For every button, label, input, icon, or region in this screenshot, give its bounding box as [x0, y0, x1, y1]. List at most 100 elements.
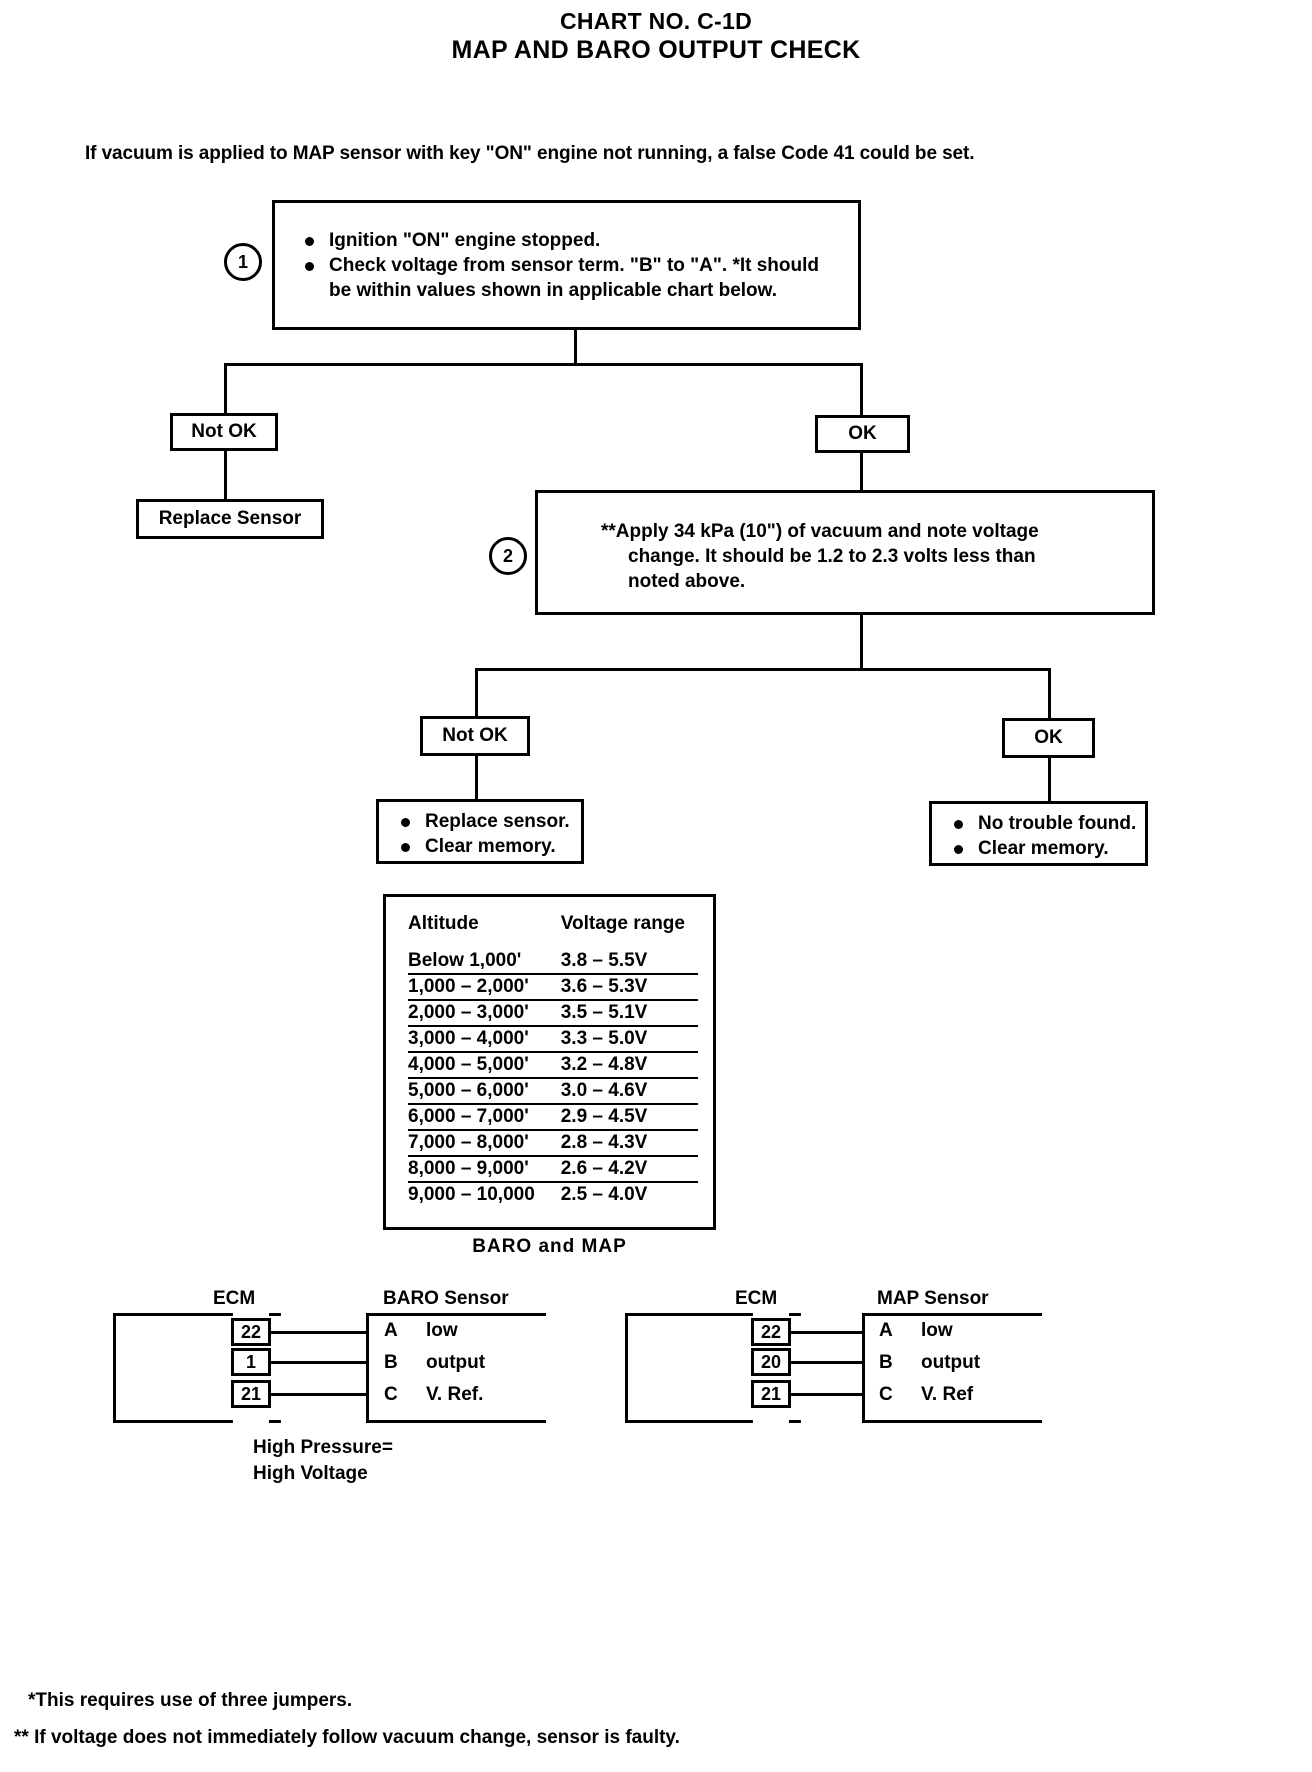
table-row: 4,000 – 5,000'3.2 – 4.8V [408, 1052, 698, 1079]
map-pin-20: 20 [751, 1348, 791, 1376]
cell-altitude: 1,000 – 2,000' [408, 974, 547, 1001]
step-2-marker: 2 [489, 537, 527, 575]
step-2-box: **Apply 34 kPa (10") of vacuum and note … [535, 490, 1155, 615]
map-sensor-top [862, 1313, 1042, 1316]
cell-altitude: 6,000 – 7,000' [408, 1104, 547, 1131]
baro-note-line-2: High Voltage [253, 1463, 368, 1484]
step-2-line-3: noted above. [628, 571, 746, 592]
baro-wire-a [271, 1331, 366, 1334]
map-sensor-label: MAP Sensor [877, 1288, 989, 1309]
map-pin-21-label: 21 [760, 1383, 782, 1404]
footnote-one: *This requires use of three jumpers. [28, 1690, 353, 1711]
baro-pin-1-label: 1 [245, 1351, 256, 1372]
map-terminal-b-id: B [879, 1352, 893, 1373]
decision-not-ok-2[interactable]: Not OK [420, 716, 530, 756]
cell-altitude: 9,000 – 10,000 [408, 1184, 535, 1205]
table-row: 8,000 – 9,000'2.6 – 4.2V [408, 1156, 698, 1183]
map-pin-22-label: 22 [760, 1321, 782, 1342]
baro-note-line-1: High Pressure= [253, 1437, 393, 1458]
baro-sensor-bottom [366, 1420, 546, 1423]
connector-notok2-down [475, 756, 478, 804]
connector-to-ok2 [1048, 668, 1051, 718]
step-1-number: 1 [237, 251, 248, 272]
connector-to-notok1 [224, 363, 227, 415]
outcome-ok-2-box: No trouble found. Clear memory. [929, 801, 1148, 866]
cell-altitude: 8,000 – 9,000' [408, 1156, 547, 1183]
step-2-line-1: **Apply 34 kPa (10") of vacuum and note … [601, 521, 1039, 542]
baro-pin-22: 22 [231, 1318, 271, 1346]
connector-ok2-down [1048, 758, 1051, 804]
step-1-bullet-2: Check voltage from sensor term. "B" to "… [299, 253, 858, 278]
cell-altitude: 5,000 – 6,000' [408, 1078, 547, 1105]
cell-voltage-range: 2.9 – 4.5V [546, 1104, 698, 1131]
step-1-marker: 1 [224, 243, 262, 281]
cell-voltage-range: 3.3 – 5.0V [546, 1026, 698, 1053]
map-ecm-top-right [789, 1313, 801, 1316]
connector-to-notok2 [475, 668, 478, 718]
baro-terminal-c-id: C [384, 1384, 398, 1405]
outcome-not-ok-2-bullet-1: Replace sensor. [395, 809, 581, 834]
connector-step1-branch [224, 363, 863, 366]
map-terminal-a-id: A [879, 1320, 893, 1341]
cell-altitude: 7,000 – 8,000' [408, 1130, 547, 1157]
baro-ecm-top [113, 1313, 233, 1316]
cell-altitude: 3,000 – 4,000' [408, 1026, 547, 1053]
altitude-voltage-table-box: Altitude Voltage range Below 1,000'3.8 –… [383, 894, 716, 1230]
intro-note: If vacuum is applied to MAP sensor with … [85, 143, 975, 164]
step-2-line-2: change. It should be 1.2 to 2.3 volts le… [628, 546, 1036, 567]
decision-not-ok-2-label: Not OK [442, 725, 508, 746]
baro-terminal-a-id: A [384, 1320, 398, 1341]
cell-voltage-range: 3.5 – 5.1V [546, 1000, 698, 1027]
decision-ok-1[interactable]: OK [815, 415, 910, 453]
decision-not-ok-1-label: Not OK [191, 421, 257, 442]
connector-step2-branch [475, 668, 1051, 671]
map-terminal-a-name: low [921, 1320, 953, 1341]
baro-terminal-b-name: output [426, 1352, 486, 1373]
map-ecm-label: ECM [735, 1288, 778, 1309]
table-row: 5,000 – 6,000'3.0 – 4.6V [408, 1078, 698, 1105]
decision-not-ok-1[interactable]: Not OK [170, 413, 278, 451]
table-row: 1,000 – 2,000'3.6 – 5.3V [408, 974, 698, 1001]
map-terminal-c-name: V. Ref [921, 1384, 974, 1405]
connector-to-ok1 [860, 363, 863, 415]
map-ecm-top [625, 1313, 753, 1316]
outcome-ok-2-bullet-2: Clear memory. [948, 836, 1145, 861]
step-1-continuation: be within values shown in applicable cha… [329, 280, 777, 301]
map-ecm-bottom [625, 1420, 753, 1423]
step-2-number: 2 [502, 545, 513, 566]
baro-sensor-label: BARO Sensor [383, 1288, 509, 1309]
table-row: 7,000 – 8,000'2.8 – 4.3V [408, 1130, 698, 1157]
map-pin-22: 22 [751, 1318, 791, 1346]
table-caption: BARO and MAP [472, 1236, 627, 1257]
cell-altitude: 4,000 – 5,000' [408, 1052, 547, 1079]
baro-sensor-top [366, 1313, 546, 1316]
baro-ecm-left [113, 1313, 116, 1423]
connector-step1-down [574, 330, 577, 363]
outcome-not-ok-2-box: Replace sensor. Clear memory. [376, 799, 584, 864]
baro-ecm-bottom-right [269, 1420, 281, 1423]
map-wire-b [791, 1361, 863, 1364]
cell-voltage-range: 2.8 – 4.3V [546, 1130, 698, 1157]
table-row: Below 1,000'3.8 – 5.5V [408, 949, 698, 975]
cell-voltage-range: 3.6 – 5.3V [546, 974, 698, 1001]
map-pin-21: 21 [751, 1380, 791, 1408]
outcome-replace-sensor: Replace Sensor [136, 499, 324, 539]
decision-ok-2[interactable]: OK [1002, 718, 1095, 758]
altitude-voltage-table: Altitude Voltage range Below 1,000'3.8 –… [408, 911, 698, 1207]
decision-ok-1-label: OK [848, 423, 877, 444]
baro-ecm-top-right [269, 1313, 281, 1316]
column-header-voltage-range: Voltage range [560, 913, 685, 934]
table-row: 6,000 – 7,000'2.9 – 4.5V [408, 1104, 698, 1131]
baro-ecm-label: ECM [213, 1288, 256, 1309]
chart-number: CHART NO. C-1D [559, 8, 753, 34]
baro-wire-c [271, 1393, 366, 1396]
cell-altitude: Below 1,000' [408, 949, 547, 975]
map-wire-c [791, 1393, 863, 1396]
map-ecm-bottom-right [789, 1420, 801, 1423]
table-row: 3,000 – 4,000'3.3 – 5.0V [408, 1026, 698, 1053]
